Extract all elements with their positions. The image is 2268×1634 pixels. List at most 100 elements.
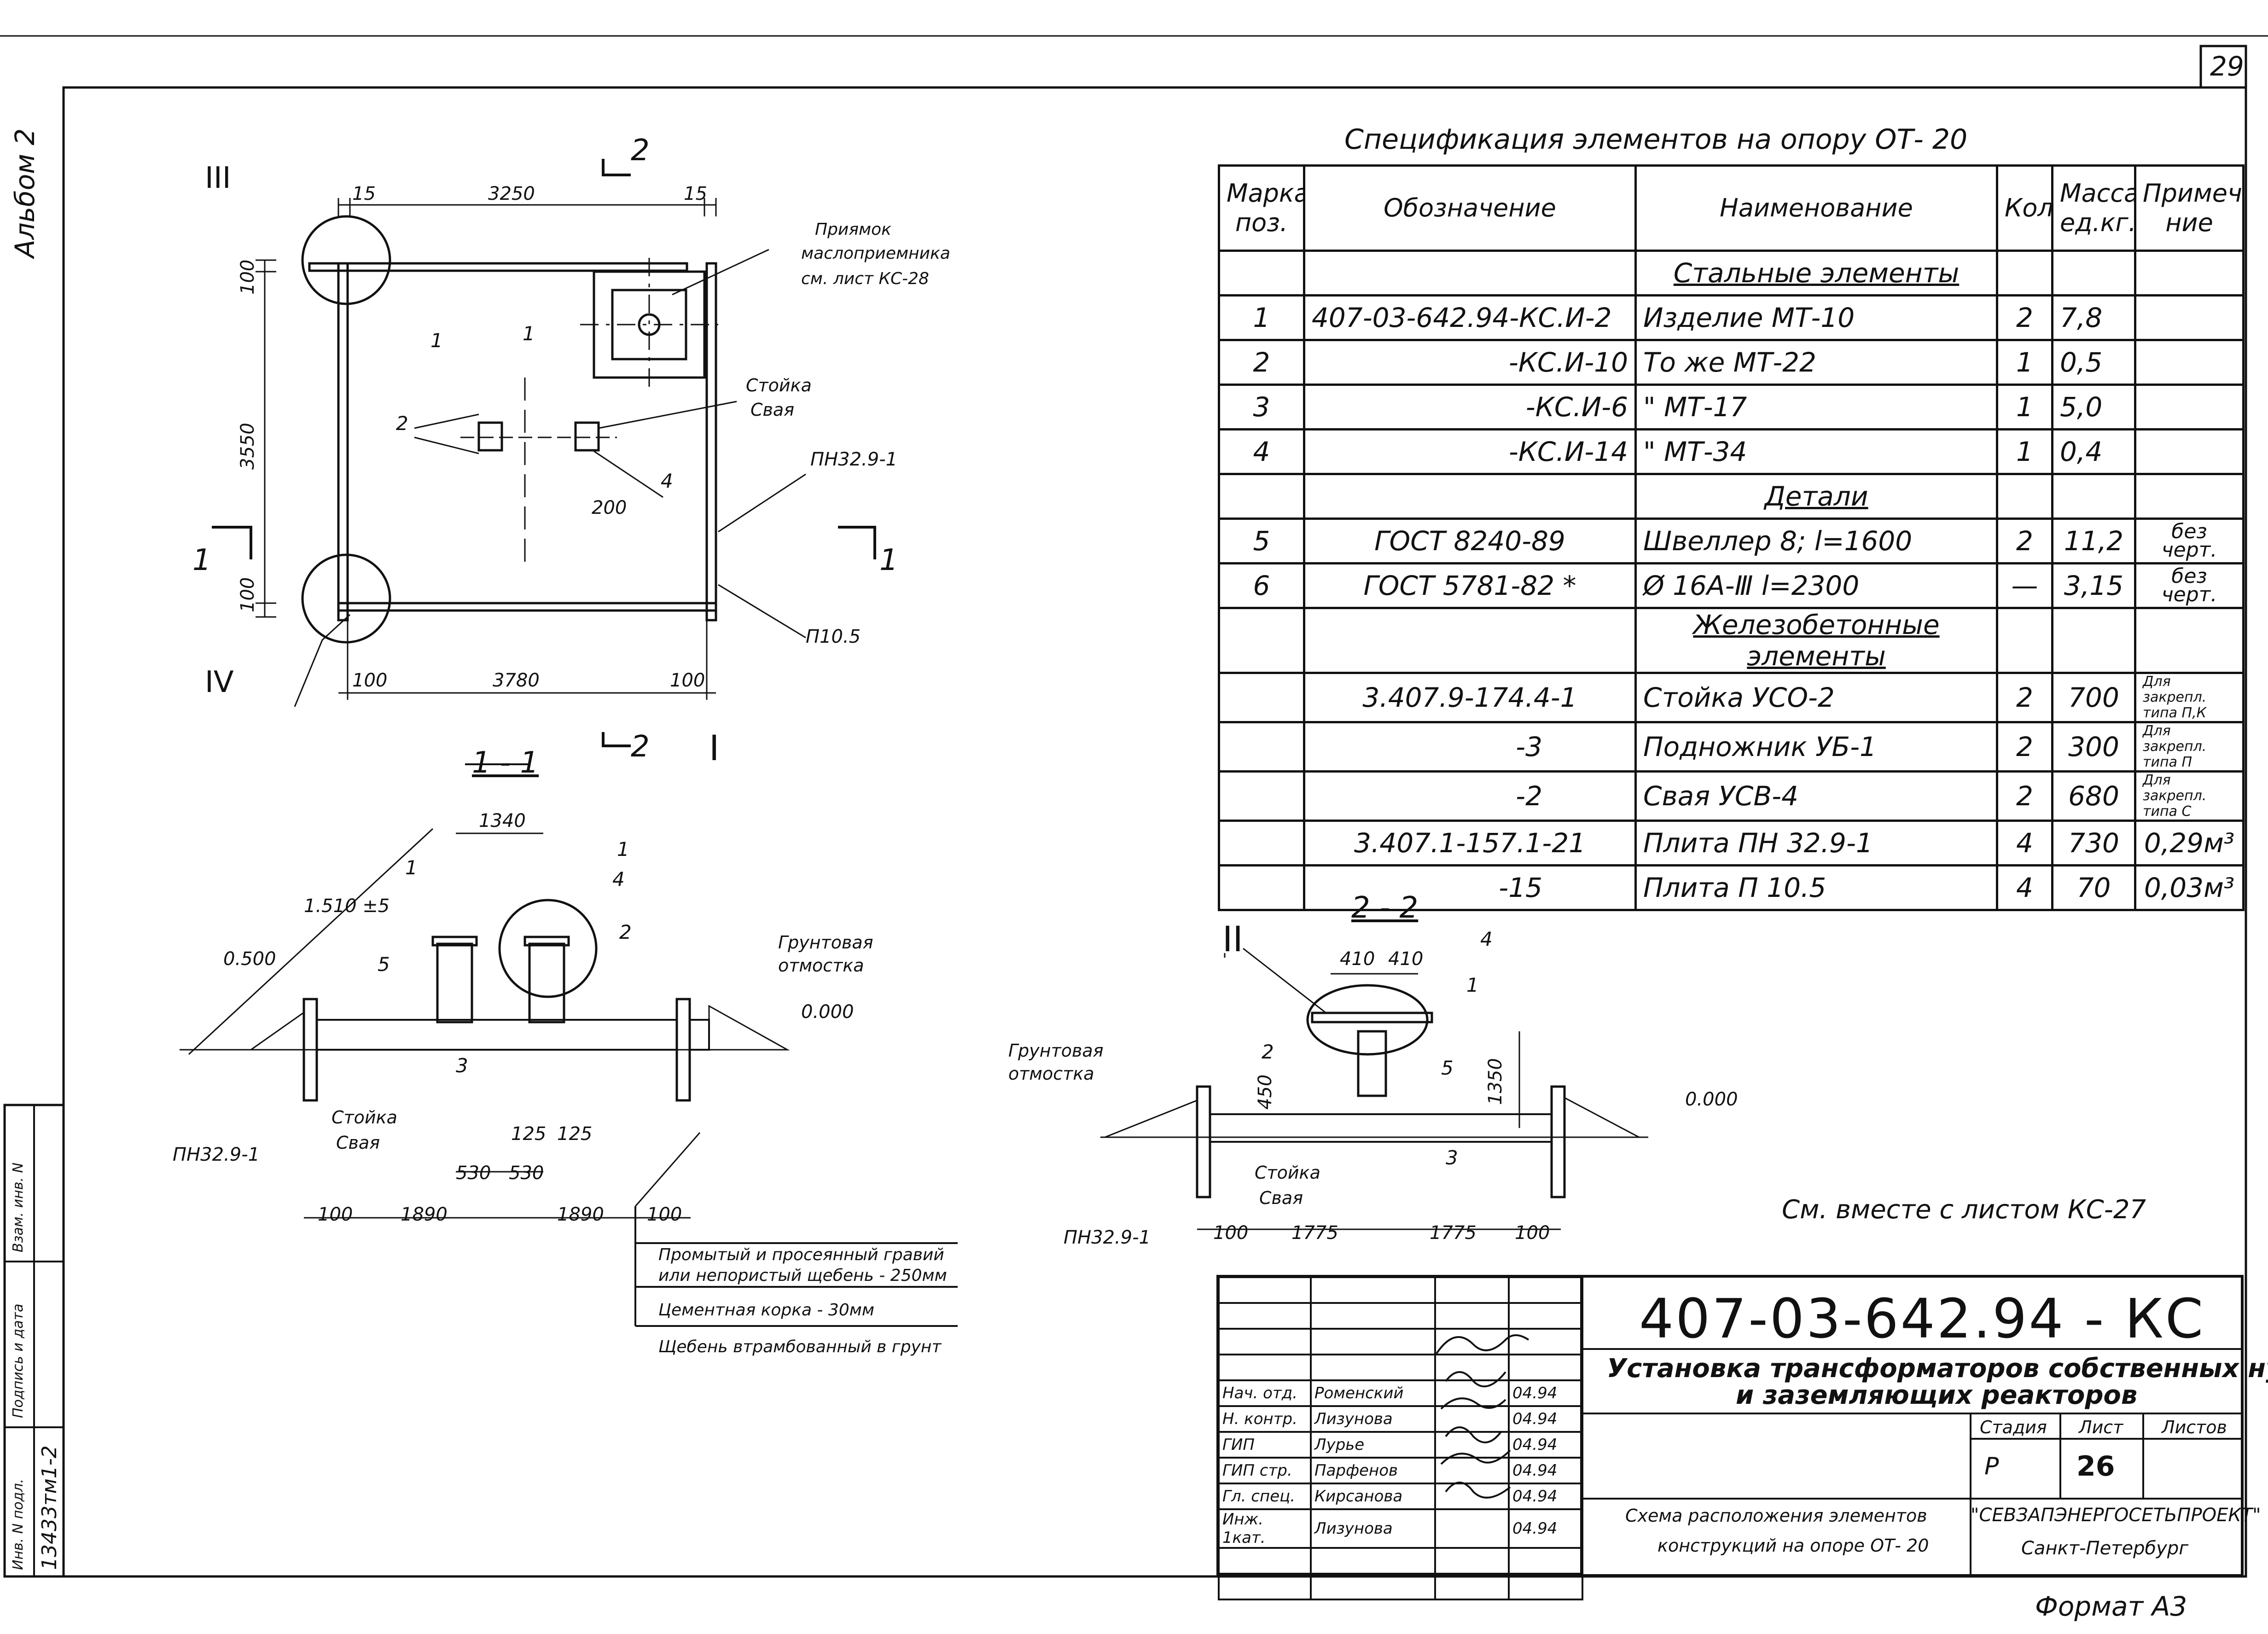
spec-cell-note: 0,03м³ [2134,864,2245,911]
spec-group-row: Железобетонные элементы [1218,607,2245,674]
spec-cell-designation: -15 [1303,864,1637,911]
spec-cell-pos: 3 [1218,384,1305,430]
table-row: 1 407-03-642.94-КС.И-2 Изделие МТ-10 2 7… [1218,294,2245,341]
section11-dim-bottom-2: 1890 [401,1204,448,1225]
table-row: 3.407.1-157.1-21 Плита ПН 32.9-1 4 730 0… [1218,820,2245,866]
sheet-frame [62,86,2247,1578]
spec-cell-designation: -3 [1303,721,1637,773]
spec-cell-pos [1218,820,1305,866]
document-title-line1: Установка трансформаторов собственных ну… [1607,1354,2268,1384]
section-2-2 [1100,948,1648,1230]
spec-cell-name: Ø 16А-Ⅲ l=2300 [1634,562,1998,609]
spec-cell-qty: 2 [1996,672,2053,723]
spec-cell-name: " МТ-17 [1634,384,1998,430]
section22-callout-4: 4 [1480,928,1493,950]
plan-callout-2: 2 [396,412,408,435]
table-row: 5 ГОСТ 8240-89 Швеллер 8; l=1600 2 11,2 … [1218,518,2245,564]
plan-callout-4: 4 [661,470,673,492]
spec-cell-pos: 5 [1218,518,1305,564]
plan-label-pit-1: Приямок [815,220,891,239]
plan-dim-top-left: 15 [352,183,376,204]
spec-cell-designation: 3.407.9-174.4-1 [1303,672,1637,723]
plan-dim-top-right: 15 [684,183,707,204]
spec-cell-name: Швеллер 8; l=1600 [1634,518,1998,564]
spec-cell-note [2134,384,2245,430]
section11-callout-1b: 1 [617,838,629,861]
plan-section-mark-bottom: 2 [631,730,650,764]
title-block-frame [1216,1275,2244,1577]
signature-name: Кирсанова [1310,1483,1436,1510]
spec-cell-name: Плита ПН 32.9-1 [1634,820,1998,866]
table-row: 3 -КС.И-6 " МТ-17 1 5,0 [1218,384,2245,430]
signature-mark [1445,1371,1506,1388]
signature-date: 04.94 [1508,1457,1583,1484]
signature-row: Н. контр. Лизунова 04.94 [1218,1405,1583,1433]
spec-cell-name: Плита П 10.5 [1634,864,1998,911]
spec-cell-qty: 4 [1996,864,2053,911]
sheets-header: Листов [2162,1417,2227,1437]
plan-view [212,159,876,747]
plan-label-pit-2: маслоприемника [801,244,950,263]
plan-section-mark-right: 1 [879,543,898,577]
spec-cell-note: Для закрепл. типа П,К [2134,672,2245,723]
section11-dim-530a: 530 [456,1163,491,1184]
plan-dim-top-mid: 3250 [488,183,535,204]
section22-label-ground-2: отмостка [1008,1064,1094,1084]
signature-date: 04.94 [1508,1508,1583,1549]
plan-label-pit-3: см. лист КС-28 [801,269,929,288]
signature-date: 04.94 [1508,1405,1583,1433]
signature-date: 04.94 [1508,1483,1583,1510]
section11-callout-5: 5 [378,953,390,976]
section22-callout-2: 2 [1262,1041,1274,1063]
spec-header-designation: Обозначение [1303,164,1637,252]
spec-cell-pos [1218,864,1305,911]
spec-group-concrete: Железобетонные элементы [1634,607,1998,674]
document-code: 407-03-642.94 - КС [1639,1287,2205,1350]
spec-cell-pos [1218,770,1305,822]
signature-row: Инж. 1кат. Лизунова 04.94 [1218,1508,1583,1549]
spec-cell-mass: 5,0 [2051,384,2136,430]
page-number: 29 [2210,51,2244,82]
spec-cell-designation: ГОСТ 5781-82 * [1303,562,1637,609]
section22-callout-3: 3 [1446,1146,1458,1169]
spec-cell-mass: 700 [2051,672,2136,723]
signature-name: Роменский [1310,1379,1436,1407]
spec-cell-note: без черт. [2134,518,2245,564]
signature-table: Нач. отд. Роменский 04.94 Н. контр. Лизу… [1218,1276,1583,1600]
spec-cell-qty: 2 [1996,294,2053,341]
section11-level-0000: 0.000 [801,1001,854,1023]
signature-row: ГИП стр. Парфенов 04.94 [1218,1457,1583,1484]
section11-dim-bottom-3: 1890 [557,1204,604,1225]
section22-callout-5: 5 [1441,1057,1454,1079]
spec-cell-qty: 1 [1996,339,2053,386]
spec-cell-qty: 2 [1996,518,2053,564]
spec-cell-mass: 680 [2051,770,2136,822]
plan-dim-bottom-right: 100 [670,670,705,691]
spec-cell-name: " МТ-34 [1634,428,1998,475]
spec-cell-qty: 1 [1996,428,2053,475]
signature-name: Лурье [1310,1431,1436,1459]
plan-section-mark-left: 1 [192,543,211,577]
section22-label-post: Стойка [1255,1163,1320,1183]
spec-cell-note: без черт. [2134,562,2245,609]
section11-dim-bottom-4: 100 [647,1204,682,1225]
spec-cell-note [2134,339,2245,386]
spec-cell-name: Свая УСВ-4 [1634,770,1998,822]
spec-cell-designation: ГОСТ 8240-89 [1303,518,1637,564]
plan-label-p: П10.5 [806,626,861,647]
spec-cell-note: Для закрепл. типа С [2134,770,2245,822]
section11-level-1510: 1.510 ±5 [304,896,390,917]
document-title-line2: и заземляющих реакторов [1736,1380,2138,1410]
plan-label-post: Стойка [746,375,812,395]
section11-layer-1: Промытый и просеянный гравий [658,1245,944,1264]
spec-cell-designation: -КС.И-6 [1303,384,1637,430]
signature-name: Лизунова [1310,1405,1436,1433]
plan-dim-bottom-mid: 3780 [493,670,540,691]
organization-city: Санкт-Петербург [2021,1538,2189,1559]
signature-date: 04.94 [1508,1431,1583,1459]
section11-layer-2: или непористый щебень - 250мм [658,1266,947,1285]
spec-group-row: Стальные элементы [1218,250,2245,297]
signature-name: Лизунова [1310,1508,1436,1549]
spec-cell-pos: 4 [1218,428,1305,475]
stage-value: Р [1984,1453,1999,1480]
